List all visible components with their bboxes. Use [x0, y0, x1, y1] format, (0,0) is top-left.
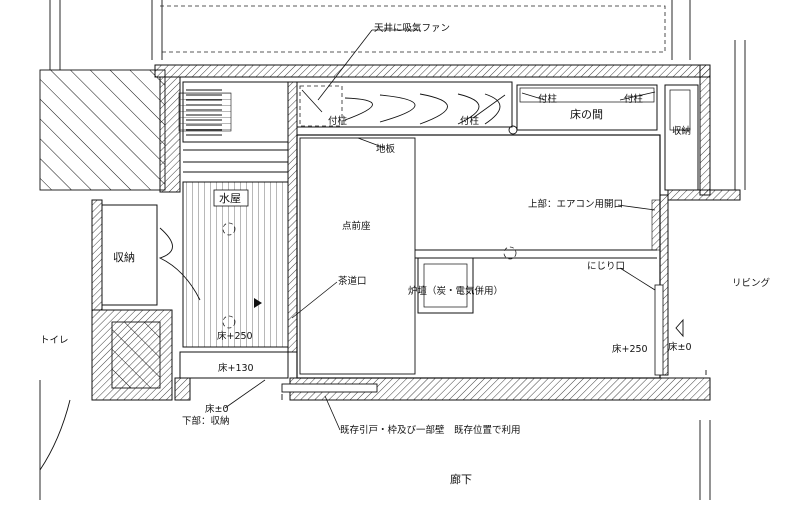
light-circle: [503, 246, 517, 260]
label-mizuya: 水屋: [219, 192, 241, 205]
tokonoma-box: [516, 84, 658, 131]
toilet-door-arc: [39, 399, 71, 471]
mizuya-shelf-lines: [183, 89, 288, 173]
label-floor-pm0-left: 床±0: [205, 403, 229, 415]
label-tokonoma: 床の間: [570, 107, 603, 121]
ro-inner: [423, 263, 468, 308]
leader-lines: [224, 29, 690, 431]
label-floor-plus130: 床+130: [218, 362, 254, 374]
step-floor-130: [179, 351, 289, 379]
label-floor-plus250-right: 床+250: [612, 343, 648, 355]
wall-left-upper: [159, 76, 181, 193]
step-arrow: [254, 298, 262, 308]
wall-top: [154, 64, 711, 78]
label-temaeza: 点前座: [342, 220, 371, 232]
wall-right-ext: [667, 189, 741, 201]
airflow-curves: [344, 93, 501, 125]
wall-storage-left: [91, 199, 103, 311]
label-ceiling-fan: 天井に吸気ファン: [374, 22, 450, 34]
mizuya-floor: [182, 181, 289, 348]
drain-circle-1: [222, 222, 236, 236]
tatami-room: [296, 134, 661, 379]
label-storage-left: 収納: [113, 251, 135, 264]
wall-bottom-left: [174, 377, 191, 401]
label-corridor: 廊下: [450, 472, 472, 486]
context-lines: [39, 0, 746, 500]
label-floorboard: 地板: [376, 143, 396, 155]
label-living: リビング: [732, 277, 771, 289]
label-existing-door: 既存引戸・枠及び一部壁 既存位置で利用: [340, 424, 521, 436]
nijiriguchi-door: [654, 284, 664, 376]
label-sadouguchi: 茶道口: [338, 275, 367, 287]
label-tsukebashira-right: 付柱: [624, 93, 644, 105]
ro-hearth: [417, 257, 474, 314]
label-tsukebashira-left: 付柱: [328, 115, 348, 127]
label-floor-pm0-right: 床±0: [668, 341, 692, 353]
wall-right: [699, 64, 711, 196]
door-swing-left: [158, 227, 201, 301]
toilet-column-hatch: [111, 321, 161, 389]
label-toilet: トイレ: [40, 335, 69, 346]
level-marker: [675, 318, 684, 338]
existing-door: [281, 383, 378, 393]
hatched-void-topleft: [39, 69, 166, 191]
fan-zone: [296, 81, 513, 128]
wall-mizuya-right: [287, 81, 298, 353]
aircon-opening: [651, 199, 661, 251]
mizuya-label-box: [213, 189, 249, 207]
fan-dashed: [299, 85, 343, 127]
mizuya-shelf: [178, 81, 289, 143]
label-ro: 炉壇（炭・電気併用）: [408, 285, 503, 297]
label-lower-storage: 下部：収納: [182, 415, 230, 427]
label-nijiriguchi: にじり口: [587, 261, 625, 272]
label-floor-plus250-left: 床+250: [217, 330, 253, 342]
temaeza-mat: [299, 137, 416, 375]
storage-right-box: [664, 84, 699, 191]
drain-circle-2: [222, 315, 236, 329]
label-tsukebashira-mid: 付柱: [460, 115, 480, 127]
label-aircon-opening: 上部：エアコン用開口: [528, 198, 623, 210]
label-storage-right: 収納: [672, 125, 691, 137]
storage-left-room: [101, 204, 158, 306]
label-tsukebashira-top: 付柱: [538, 93, 558, 105]
post-circle: [508, 125, 518, 135]
